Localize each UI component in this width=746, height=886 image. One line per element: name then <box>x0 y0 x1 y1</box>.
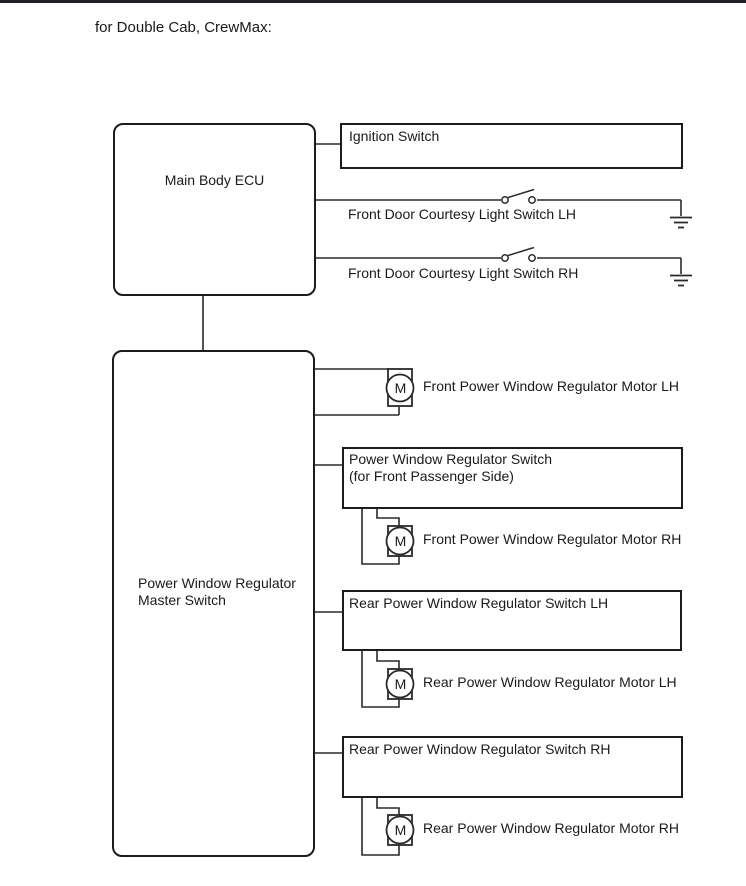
rear-switch-lh-box <box>342 590 682 651</box>
main-body-ecu-box <box>113 123 316 296</box>
front-passenger-switch-label-line1: Power Window Regulator Switch <box>349 451 553 467</box>
front-motor-rh-wires <box>361 509 400 565</box>
rear-motor-rh-icon <box>385 814 415 846</box>
ignition-switch-box <box>340 123 683 169</box>
master-switch-box <box>112 350 315 857</box>
master-switch-label-line2: Master Switch <box>138 592 226 608</box>
diagram-title: for Double Cab, CrewMax: <box>95 19 272 36</box>
courtesy-rh-ground-icon <box>670 274 692 287</box>
courtesy-lh-wire <box>315 199 682 216</box>
rear-motor-lh-symbol: M <box>394 676 407 692</box>
front-motor-lh-wires <box>314 368 400 416</box>
rear-switch-rh-label: Rear Power Window Regulator Switch RH <box>349 741 611 757</box>
front-motor-rh-label: Front Power Window Regulator Motor RH <box>423 531 682 547</box>
rear-motor-rh-wires <box>361 798 400 856</box>
page-top-border <box>0 0 746 3</box>
rear-motor-lh-wires <box>361 651 400 708</box>
front-motor-rh-symbol: M <box>394 533 407 549</box>
front-passenger-switch-label-line2: (for Front Passenger Side) <box>349 467 514 484</box>
rear-motor-rh-label: Rear Power Window Regulator Motor RH <box>423 820 679 836</box>
courtesy-lh-switch-contact-icon <box>501 188 536 204</box>
main-body-ecu-label: Main Body ECU <box>164 172 265 188</box>
master-switch-label-line1: Power Window Regulator <box>138 575 296 591</box>
master-to-subswitch-wires <box>314 464 342 754</box>
rear-switch-lh-label: Rear Power Window Regulator Switch LH <box>349 595 609 611</box>
rear-motor-lh-label: Rear Power Window Regulator Motor LH <box>423 674 677 690</box>
front-motor-lh-icon <box>385 368 415 407</box>
courtesy-rh-wire <box>315 257 682 274</box>
courtesy-switch-lh-label: Front Door Courtesy Light Switch LH <box>348 206 576 222</box>
courtesy-lh-ground-icon <box>670 216 692 229</box>
rear-switch-rh-box <box>342 736 683 798</box>
front-motor-lh-symbol: M <box>394 380 407 396</box>
courtesy-rh-switch-contact-icon <box>501 246 536 262</box>
rear-motor-rh-symbol: M <box>394 822 407 838</box>
front-motor-lh-label: Front Power Window Regulator Motor LH <box>423 378 679 394</box>
front-passenger-switch-box <box>342 447 683 509</box>
rear-motor-lh-icon <box>385 668 415 700</box>
front-passenger-switch-label: Power Window Regulator Switch(for Front … <box>349 451 552 484</box>
front-motor-rh-icon <box>385 525 415 557</box>
courtesy-switch-rh-label: Front Door Courtesy Light Switch RH <box>348 265 579 281</box>
ignition-switch-label: Ignition Switch <box>349 128 440 144</box>
